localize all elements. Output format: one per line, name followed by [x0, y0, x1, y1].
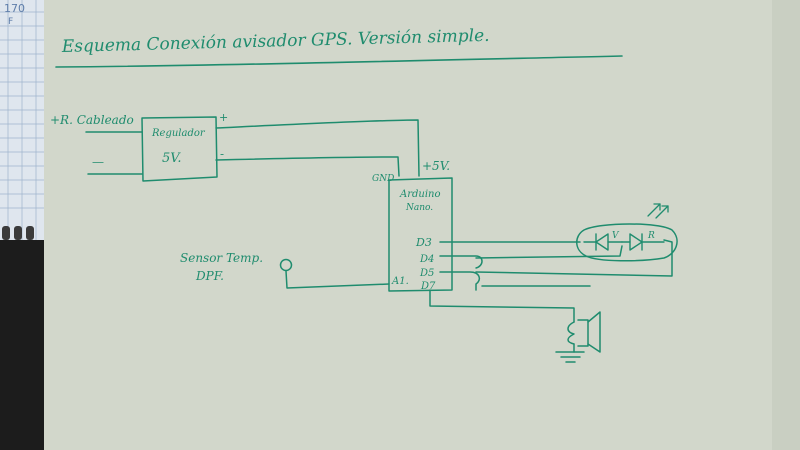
- regulator-label: Regulador: [151, 128, 206, 139]
- notebook-letter: F: [8, 17, 13, 27]
- red-led-icon: [621, 233, 665, 251]
- led-label-v: V: [612, 231, 620, 241]
- power-input-wires: [85, 131, 143, 175]
- regulator-plus-terminal: +: [219, 111, 228, 124]
- sensor-label: Sensor Temp.: [180, 251, 263, 265]
- regulator-voltage: 5V.: [162, 151, 182, 166]
- label-5v: +5V.: [422, 159, 450, 173]
- ground-symbol-icon: [555, 351, 585, 363]
- grid-notebook-page: 170 F: [0, 0, 48, 240]
- sensor-name: DPF.: [195, 269, 224, 283]
- arduino-model: Nano.: [405, 203, 433, 213]
- bicolor-led-group: V R: [576, 223, 678, 262]
- label-power-minus: —: [92, 155, 104, 169]
- green-led-icon: [583, 233, 623, 251]
- regulator-output-wires: [215, 119, 420, 177]
- sensor-probe: [279, 258, 390, 289]
- buzzer-speaker-icon: [567, 311, 601, 353]
- label-gnd: GND: [372, 174, 394, 184]
- output-pin-wires: [429, 239, 673, 323]
- regulator-minus-terminal: -: [220, 147, 224, 161]
- arduino-nano-box: [388, 177, 453, 292]
- paper-sheet: [44, 0, 800, 450]
- pin-a1: A1.: [391, 276, 409, 287]
- led-label-r: R: [647, 231, 655, 241]
- regulator-box: [141, 116, 218, 182]
- notebook-digits: 170: [4, 2, 25, 15]
- pin-d4: D4: [419, 254, 434, 265]
- paper-shadow-right: [772, 0, 800, 450]
- pin-d7: D7: [420, 281, 436, 292]
- title-underline: [55, 55, 623, 68]
- arduino-label: Arduino: [399, 189, 441, 200]
- label-power-plus: +R. Cableado: [50, 113, 134, 127]
- pin-d3: D3: [415, 236, 432, 249]
- pin-d5: D5: [419, 268, 434, 279]
- light-emission-icon: [647, 203, 669, 219]
